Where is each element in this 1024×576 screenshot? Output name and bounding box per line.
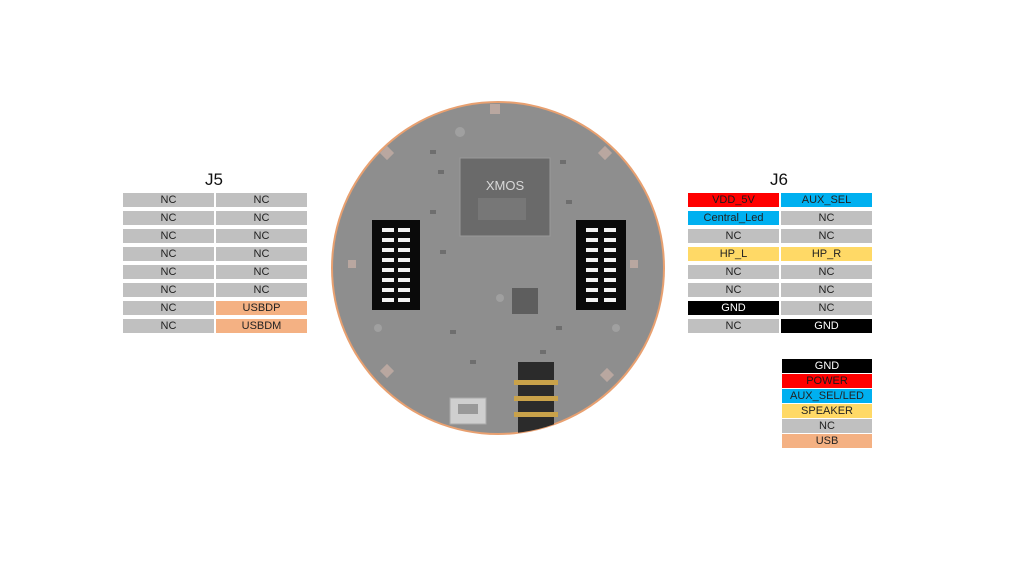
j5-pin-7-left: NC: [123, 301, 214, 315]
j5-pin-3-left: NC: [123, 229, 214, 243]
j5-pin-2-left: NC: [123, 211, 214, 225]
j5-pin-2-right: NC: [216, 211, 307, 225]
circular-board-image: XMOS: [331, 101, 665, 435]
j5-pin-6-right: NC: [216, 283, 307, 297]
chip-marking: [478, 198, 526, 220]
chip-label: XMOS: [486, 178, 525, 193]
j6-pin-2-right: NC: [781, 211, 872, 225]
j5-pin-4-right: NC: [216, 247, 307, 261]
legend-item-gnd: GND: [782, 359, 872, 373]
connector-j6: [576, 220, 626, 310]
j5-pin-4-left: NC: [123, 247, 214, 261]
xmos-chip: [459, 157, 551, 237]
j5-pin-6-left: NC: [123, 283, 214, 297]
j5-pin-8-left: NC: [123, 319, 214, 333]
j6-pin-6-right: NC: [781, 283, 872, 297]
j6-pin-7-right: NC: [781, 301, 872, 315]
j5-pin-3-right: NC: [216, 229, 307, 243]
j6-pin-4-left: HP_L: [688, 247, 779, 261]
j5-pin-5-left: NC: [123, 265, 214, 279]
j5-title: J5: [205, 170, 223, 189]
legend-item-aux: AUX_SEL/LED: [782, 389, 872, 403]
connector-j5: [372, 220, 420, 310]
j5-pin-1-left: NC: [123, 193, 214, 207]
j6-title: J6: [770, 170, 788, 189]
j6-pin-5-right: NC: [781, 265, 872, 279]
small-chip: [512, 288, 538, 314]
j5-pin-7-right: USBDP: [216, 301, 307, 315]
j5-pin-8-right: USBDM: [216, 319, 307, 333]
board-surface: [333, 103, 663, 433]
legend-item-power: POWER: [782, 374, 872, 388]
j6-pin-1-left: VDD_5V: [688, 193, 779, 207]
legend-item-speaker: SPEAKER: [782, 404, 872, 418]
j6-pin-4-right: HP_R: [781, 247, 872, 261]
legend-item-usb: USB: [782, 434, 872, 448]
j6-pin-6-left: NC: [688, 283, 779, 297]
j6-pin-5-left: NC: [688, 265, 779, 279]
j5-pin-1-right: NC: [216, 193, 307, 207]
j6-pin-3-right: NC: [781, 229, 872, 243]
j5-pin-5-right: NC: [216, 265, 307, 279]
j6-pin-2-left: Central_Led: [688, 211, 779, 225]
j6-pin-8-right: GND: [781, 319, 872, 333]
j6-pin-7-left: GND: [688, 301, 779, 315]
legend-item-nc: NC: [782, 419, 872, 433]
j6-pin-3-left: NC: [688, 229, 779, 243]
j6-pin-1-right: AUX_SEL: [781, 193, 872, 207]
j6-pin-8-left: NC: [688, 319, 779, 333]
